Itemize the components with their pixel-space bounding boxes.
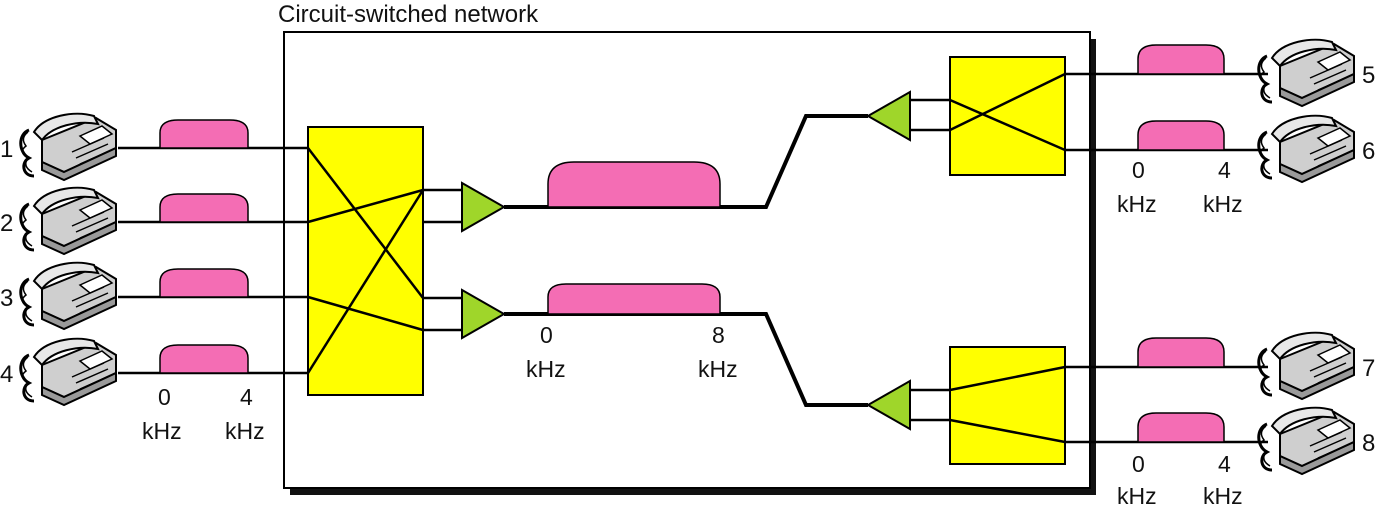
spectrum-hump [547, 161, 721, 208]
telephone-icon [1257, 114, 1356, 184]
rt-axis-four: 4 [1218, 157, 1231, 183]
amplifier-triangle [865, 90, 911, 142]
amplifier-triangle [865, 379, 911, 431]
phone-label-8: 8 [1362, 430, 1375, 457]
phone-label-3: 3 [0, 285, 13, 312]
phone-label-7: 7 [1362, 355, 1375, 382]
telephone-icon [1257, 38, 1356, 108]
spectrum-hump [159, 344, 249, 374]
phone-label-1: 1 [0, 136, 13, 163]
switch-left-connections [306, 147, 425, 374]
rb-axis-zero: 0 [1132, 451, 1145, 477]
switch-right-upper-connections [949, 72, 1066, 152]
amplifier-triangle [461, 181, 507, 233]
spectrum-hump [159, 268, 249, 298]
mid-axis-eight: 8 [712, 322, 725, 348]
input-lines-left [118, 146, 308, 375]
spectrum-hump [1137, 120, 1225, 151]
network-title: Circuit-switched network [278, 1, 539, 28]
amplifier-left-lower [423, 288, 507, 340]
spectrum-hump [159, 193, 249, 223]
telephone-icon [19, 186, 118, 256]
spectrum-hump [159, 119, 249, 149]
rb-axis-four: 4 [1218, 451, 1231, 477]
spectrum-hump [1137, 44, 1225, 75]
switch-box-left [307, 126, 424, 396]
spectrum-hump [547, 283, 721, 315]
left-axis-unit-b: kHz [225, 418, 265, 444]
mid-axis-unit-a: kHz [526, 356, 566, 382]
rt-axis-unit-a: kHz [1117, 191, 1157, 217]
phone-label-2: 2 [0, 210, 13, 237]
spectrum-hump [1137, 412, 1225, 443]
middle-spectra [547, 161, 721, 315]
switch-box-right-lower [949, 346, 1066, 465]
phone-label-5: 5 [1362, 62, 1375, 89]
right-spectra [1137, 44, 1225, 443]
switch-right-lower-connections [949, 365, 1066, 444]
rt-axis-zero: 0 [1132, 157, 1145, 183]
switch-box-right-upper [949, 56, 1066, 176]
telephone-icon [19, 261, 118, 331]
telephone-icon [1257, 331, 1356, 401]
rt-axis-unit-b: kHz [1203, 191, 1243, 217]
phone-label-4: 4 [0, 361, 13, 388]
phone-label-6: 6 [1362, 138, 1375, 165]
telephone-icon [19, 337, 118, 407]
telephone-icon [19, 112, 118, 182]
amplifier-right-lower [865, 379, 950, 431]
mid-axis-unit-b: kHz [698, 356, 738, 382]
spectrum-hump [1137, 337, 1225, 368]
left-spectra [159, 119, 249, 374]
left-axis-zero: 0 [158, 384, 171, 410]
amplifier-triangle [461, 288, 507, 340]
left-axis-four: 4 [240, 384, 253, 410]
amplifier-right-upper [865, 90, 950, 142]
mid-axis-zero: 0 [540, 322, 553, 348]
rb-axis-unit-b: kHz [1203, 483, 1243, 508]
left-axis-unit-a: kHz [142, 418, 182, 444]
telephone-icon [1257, 406, 1356, 476]
rb-axis-unit-a: kHz [1117, 483, 1157, 508]
amplifier-left-upper [423, 181, 507, 233]
